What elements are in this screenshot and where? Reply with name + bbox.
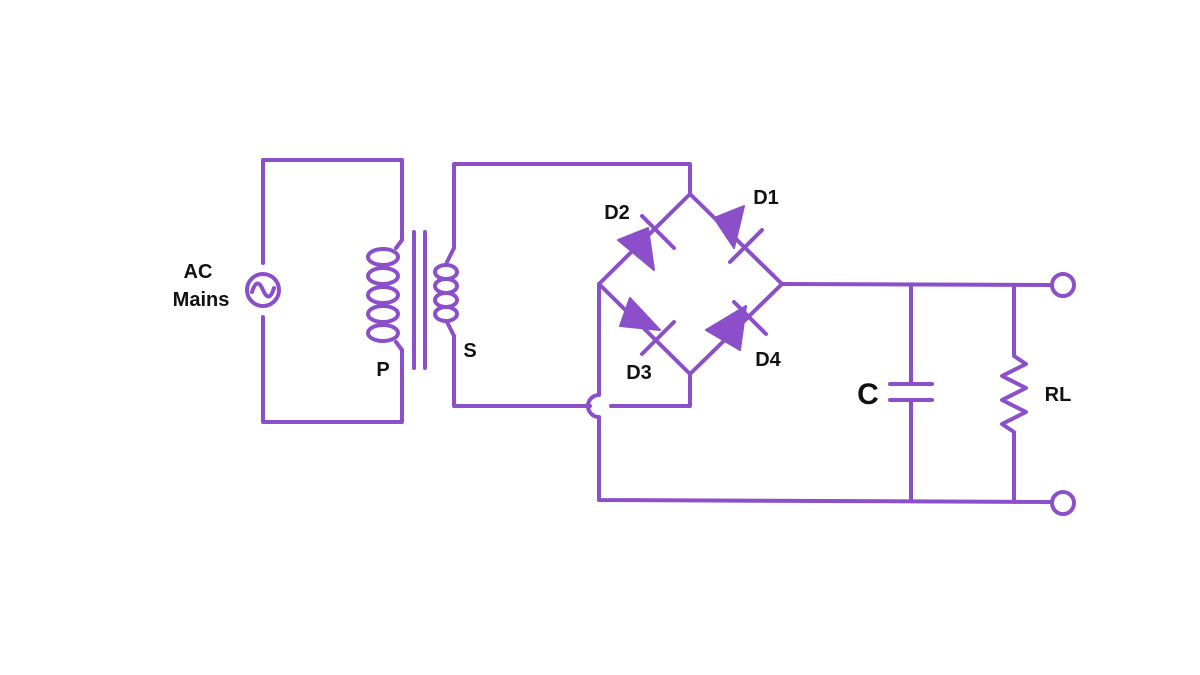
transformer-icon (366, 230, 459, 370)
secondary-bottom-wire (452, 334, 592, 408)
resistor-icon (1000, 283, 1028, 504)
label-d4: D4 (755, 349, 781, 371)
ac-source-icon (245, 272, 281, 308)
positive-output-wire (780, 282, 1052, 287)
label-ac: AC (184, 261, 213, 283)
secondary-wiring (452, 162, 692, 408)
label-primary: P (376, 359, 389, 381)
label-secondary: S (463, 340, 476, 362)
diode-d3-body (619, 297, 661, 331)
bottom-node-wire (609, 372, 692, 408)
diode-d2-body (617, 227, 655, 271)
output-terminal-negative-icon (1050, 490, 1076, 516)
output-terminal-positive-icon (1050, 272, 1076, 298)
label-d3: D3 (626, 362, 652, 384)
label-load: RL (1045, 384, 1072, 406)
diode-d1-body (713, 205, 745, 249)
negative-return-wire (586, 282, 1052, 504)
secondary-top-wire (452, 162, 692, 250)
diode-d3-icon (619, 297, 676, 356)
capacitor-icon (888, 283, 934, 503)
diode-d4-body (705, 305, 747, 351)
secondary-coil (433, 246, 459, 338)
label-d1: D1 (753, 187, 779, 209)
diode-d1-icon (713, 205, 764, 264)
primary-top-wire (261, 158, 404, 265)
primary-coil (366, 238, 404, 352)
primary-loop (261, 158, 404, 424)
primary-bottom-wire (261, 315, 404, 424)
label-capacitor: C (857, 378, 879, 411)
label-mains: Mains (173, 289, 230, 311)
diode-d2-icon (617, 214, 676, 271)
label-d2: D2 (604, 202, 630, 224)
diode-d4-icon (705, 300, 768, 351)
